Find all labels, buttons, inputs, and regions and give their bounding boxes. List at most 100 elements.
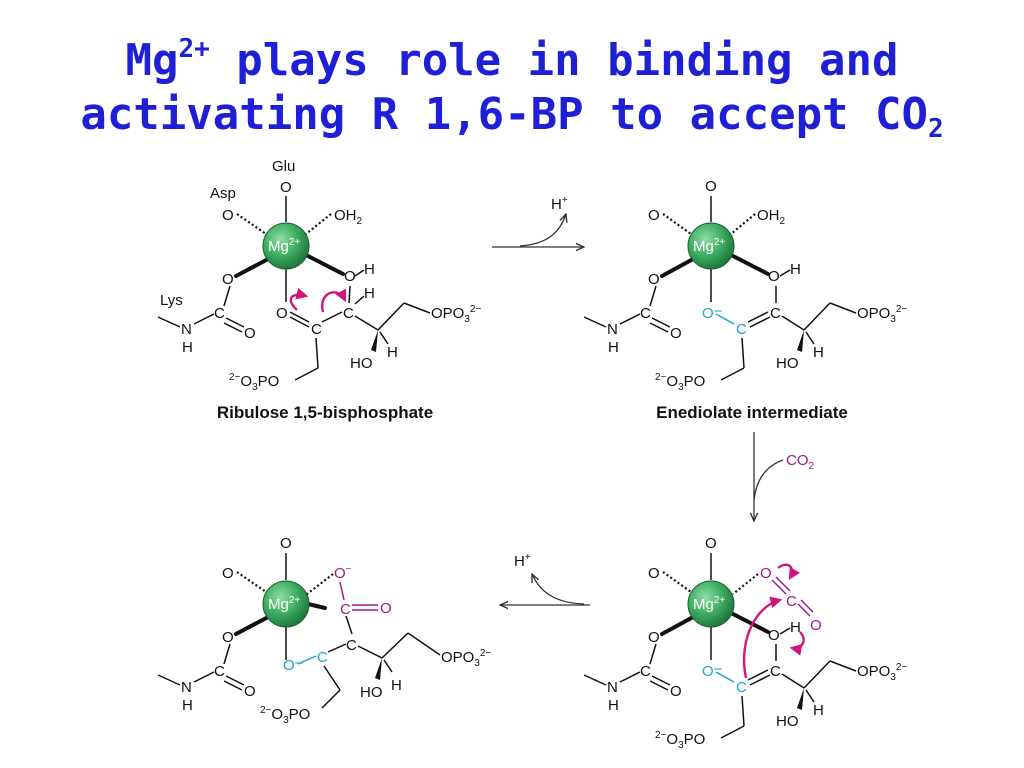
bond-carbonyl-2 <box>289 316 310 328</box>
mg-ion-2 <box>687 222 735 270</box>
bond-c4-c5-4 <box>381 632 409 659</box>
mg-label: Mg2+ <box>268 237 300 255</box>
water-label-2: OH2 <box>757 207 786 227</box>
bond-oh <box>354 269 365 277</box>
bond-c-o-double-4b <box>223 680 243 691</box>
bond-enolate-c-4 <box>297 655 317 665</box>
bond-mg-carboxyl-4 <box>306 602 327 610</box>
bond-oh-2 <box>779 269 791 277</box>
bond-lys-chain-2 <box>583 316 607 328</box>
carbamate-carbon: C <box>214 305 225 322</box>
hydroxyl-h-3: H <box>790 619 801 636</box>
mg-label-2: Mg2+ <box>693 237 725 255</box>
bond-n-c-4 <box>193 671 215 683</box>
bond-c-o-double-4a <box>225 675 245 686</box>
bond-c3-c4 <box>354 315 379 331</box>
caption-ribulose: Ribulose 1,5-bisphosphate <box>217 403 433 422</box>
bond-c5-o-2 <box>829 302 857 314</box>
structure-ribulose-bisphosphate: Glu O Asp O OH2 Mg2+ O O H Lys N H C O O… <box>157 158 481 393</box>
mg-label-4: Mg2+ <box>268 595 300 613</box>
co2-bond-b2-3 <box>800 599 814 613</box>
mg-ion <box>262 222 310 270</box>
bond-asp <box>236 213 267 235</box>
structure-co2-attack: O O Mg2+ O C O O H N H C O O O− C <box>583 535 907 751</box>
c3-hydrogen: H <box>364 285 375 302</box>
co2-bond-b-3 <box>797 603 811 617</box>
c4-hydrogen-3: H <box>813 702 824 719</box>
lys-label: Lys <box>160 292 183 309</box>
c4-hydroxyl-3: HO <box>776 713 799 730</box>
c3-carbon-3: C <box>770 663 781 680</box>
wedge-c4-oh <box>371 330 378 352</box>
bond-left-2 <box>662 213 692 235</box>
carboxyl-o-minus-4: O− <box>334 564 352 582</box>
bond-c4-c5-2 <box>803 302 831 331</box>
hydroxyl-oxygen-3: O <box>768 627 780 644</box>
bond-left-4 <box>236 571 267 593</box>
bond-mg-carbamate <box>234 256 272 278</box>
title-line-1: Mg2+ plays role in binding and <box>0 22 1024 88</box>
arrow-step-1: H+ <box>492 195 584 247</box>
wedge-c4-oh-2 <box>797 330 804 352</box>
bond-c2-c3-4 <box>327 643 347 653</box>
bond-oh-3 <box>779 627 791 635</box>
c3-carbon-4: C <box>346 637 357 654</box>
proton-label-2: H+ <box>514 552 531 570</box>
lys-nh-3: H <box>608 697 619 714</box>
bond-c-o <box>223 285 231 307</box>
co2-bond-a-3 <box>771 579 787 595</box>
title-line2-text: activating R 1,6-BP to accept CO <box>80 89 929 140</box>
bond-left-3 <box>662 571 692 593</box>
enolate-carbon-2: C <box>736 321 747 338</box>
carbamate-carbonyl-oxygen-4: O <box>244 683 256 700</box>
bond-c4-c5 <box>377 302 405 331</box>
bond-n-c-3 <box>619 671 641 683</box>
bond-c3-c4-3 <box>781 673 805 689</box>
hydroxyl-oxygen: O <box>344 268 356 285</box>
c3-carbon: C <box>343 305 354 322</box>
bond-lys-chain-3 <box>583 674 607 686</box>
title-line1-text: plays role in binding and <box>209 35 899 86</box>
proton-release-2 <box>532 574 585 605</box>
co2-bond-a2-3 <box>775 576 791 592</box>
enolate-carbon-3: C <box>736 679 747 696</box>
bond-lys-chain-4 <box>157 674 181 686</box>
bond-c2-c1 <box>315 337 319 369</box>
c4-hydrogen-4: H <box>391 677 402 694</box>
co2-oxygen-b-3: O <box>810 617 822 634</box>
bond-water <box>305 213 332 235</box>
phosphate-2-2: 2−O3PO <box>655 372 705 393</box>
carbamate-oxygen: O <box>222 271 234 288</box>
bond-c4-h-3 <box>805 689 815 703</box>
wedge-c4-oh-4 <box>375 658 382 680</box>
electron-arrow-4 <box>777 563 801 581</box>
left-oxygen-3: O <box>648 565 660 582</box>
bond-c4-h-2 <box>805 331 815 345</box>
bond-ene-3b <box>749 674 771 686</box>
c4-hydroxyl-4: HO <box>360 684 383 701</box>
wedge-c4-oh-3 <box>797 688 804 710</box>
lys-nitrogen: N <box>181 321 192 338</box>
bond-c2-c1-2 <box>741 337 745 369</box>
bond-c-o-double-3b <box>649 680 669 691</box>
asp-oxygen: O <box>222 207 234 224</box>
bond-carbonyl-1 <box>289 311 310 323</box>
carbonyl-oxygen: O <box>276 305 288 322</box>
bond-c5-o-4 <box>407 632 441 656</box>
structure-enediolate: O O OH2 Mg2+ O O H N H C O O− C C HO <box>583 178 907 393</box>
caption-enediolate: Enediolate intermediate <box>656 403 848 422</box>
carbamate-oxygen-4: O <box>222 629 234 646</box>
left-oxygen-2: O <box>648 207 660 224</box>
arrow-step-2: CO2 <box>754 432 815 521</box>
bond-c2-c1-3 <box>741 695 745 727</box>
phosphate-2-3: 2−O3PO <box>655 730 705 751</box>
title-co2-subscript: 2 <box>928 114 944 144</box>
title-mg: Mg <box>125 35 179 86</box>
phosphate-2: 2−O3PO <box>229 372 279 393</box>
carbamate-carbon-2: C <box>640 305 651 322</box>
bond-c2-c1-4 <box>323 665 341 691</box>
bond-mg-carbamate-2 <box>660 256 697 278</box>
bond-c-o-double-2 <box>223 322 243 333</box>
bond-c4-h <box>379 331 389 345</box>
bond-c3-o <box>348 285 351 304</box>
